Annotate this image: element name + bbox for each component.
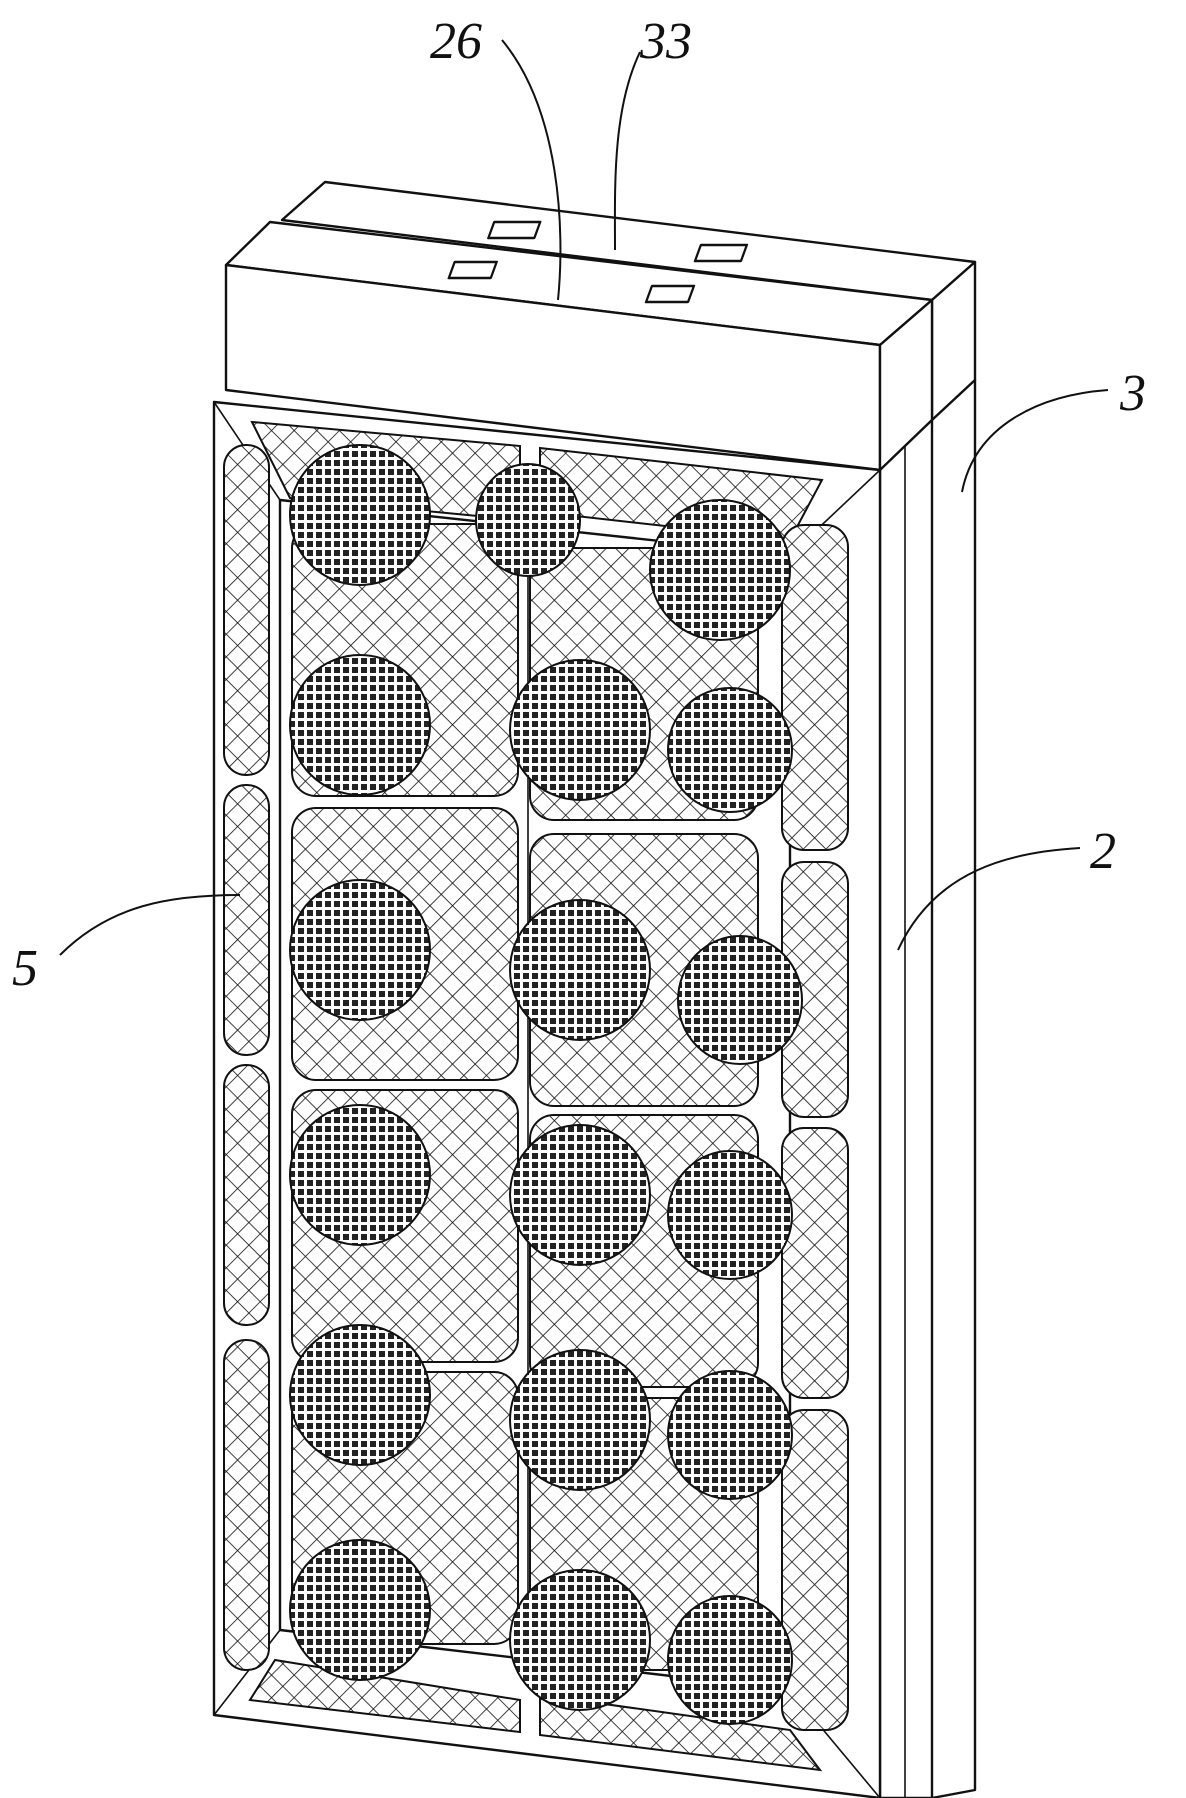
- top-cover-front: [224, 220, 934, 472]
- leader-lines: [59, 39, 1109, 956]
- label-26: 26: [430, 13, 482, 70]
- label-3: 3: [1119, 365, 1146, 422]
- label-5: 5: [12, 940, 38, 997]
- reference-labels: 26 33 3 2 5: [12, 13, 1146, 997]
- top-cover-rear: [280, 180, 977, 422]
- side-casing: [878, 413, 934, 1798]
- label-2: 2: [1090, 823, 1116, 880]
- fan-modules: [289, 444, 803, 1725]
- label-33: 33: [639, 13, 692, 70]
